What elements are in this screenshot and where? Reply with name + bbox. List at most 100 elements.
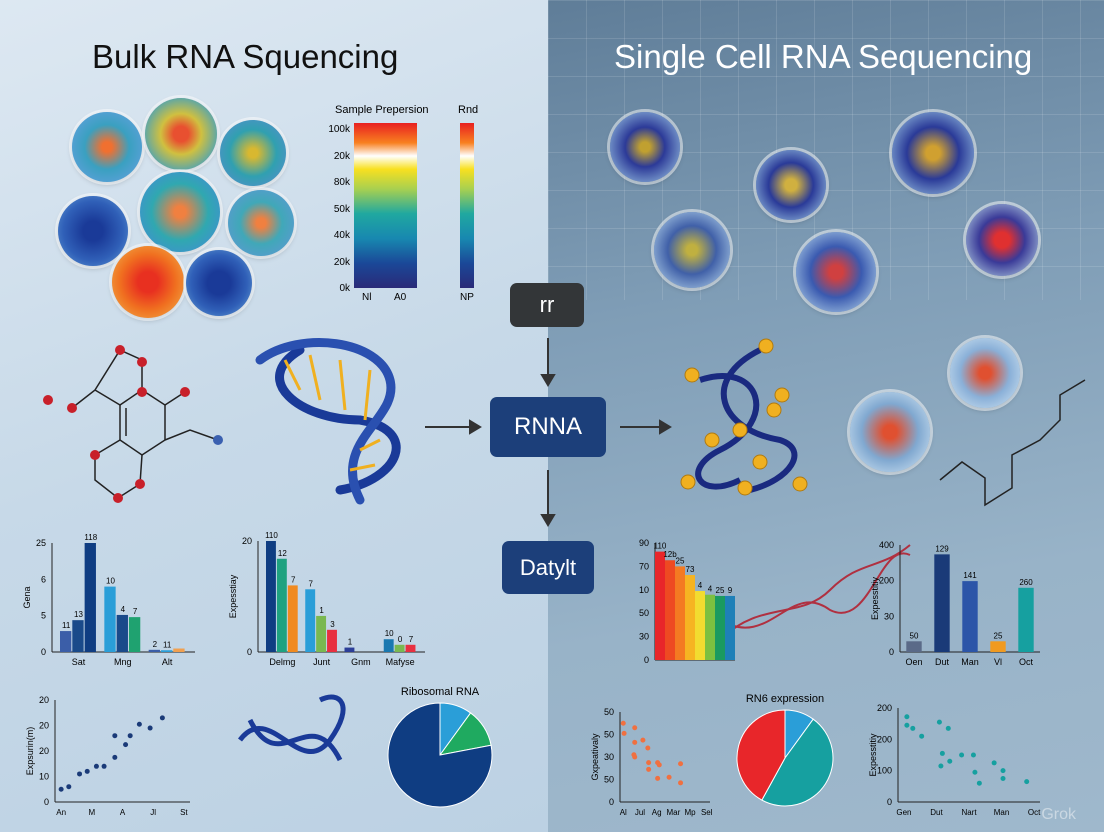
scatter-point (112, 754, 118, 760)
y-tick-label: 50 (604, 775, 614, 785)
y-tick-label: 20 (39, 721, 49, 731)
y-tick-label: 20 (242, 536, 252, 546)
single-cell (892, 112, 974, 194)
scatter-point (632, 754, 638, 760)
scatter-point (945, 725, 951, 731)
x-tick-label: Delmg (269, 657, 295, 667)
scatter-point (666, 774, 672, 780)
y-tick-label: 200 (877, 734, 892, 744)
bar (148, 649, 160, 652)
y-tick-label: 0 (247, 647, 252, 657)
x-tick-label: An (56, 808, 66, 817)
scatter-point (656, 762, 662, 768)
bar-value-label: 7 (133, 607, 138, 616)
single-cell (654, 212, 730, 288)
single-cell (796, 232, 876, 312)
bulk-cell (72, 112, 142, 182)
x-tick-label: Vl (994, 657, 1002, 667)
y-tick-label: 100 (877, 766, 892, 776)
x-tick-label: Junt (313, 657, 331, 667)
x-tick-label: Sat (72, 657, 86, 667)
bulk-cell (112, 246, 184, 318)
scatter-point (976, 780, 982, 786)
scatter-point (632, 725, 638, 731)
bulk-cell (140, 172, 220, 252)
heatmap-x-label: A0 (394, 292, 407, 303)
scatter-point (910, 725, 916, 731)
bar (715, 595, 725, 660)
bar (160, 650, 173, 652)
y-tick-label: 200 (877, 703, 892, 713)
x-tick-label: Oct (1019, 657, 1034, 667)
bar-value-label: 2 (153, 640, 158, 649)
bar (675, 566, 685, 660)
bar-value-label: 25 (676, 556, 685, 565)
red-dna-icon (719, 544, 911, 641)
bar-value-label: 7 (291, 575, 296, 584)
scatter-point (127, 733, 133, 739)
x-tick-label: Gnm (351, 657, 371, 667)
rr-box[interactable]: rr (510, 283, 584, 327)
bar-value-label: 11 (163, 640, 172, 649)
scatter-point (904, 714, 910, 720)
heatmap-tick: 100k (328, 124, 350, 135)
heatmap-tick: 0k (339, 283, 350, 294)
small-dna-icon (238, 694, 346, 762)
bar (84, 543, 96, 652)
x-tick-label: Nart (961, 808, 977, 817)
bar (962, 581, 978, 652)
scatter-point (136, 721, 142, 727)
bulk-cell (228, 190, 294, 256)
heatmap-tick: 20k (333, 150, 350, 162)
bar-value-label: 9 (728, 586, 733, 595)
bar-value-label: 12 (278, 549, 287, 558)
bar-value-label: 260 (1019, 578, 1033, 587)
pie-title: Ribosomal RNA (401, 686, 480, 698)
bar-value-label: 1 (348, 638, 353, 647)
bar (128, 617, 141, 652)
scatter-point (640, 737, 646, 743)
y-axis-label: Expesstitiy (868, 733, 878, 777)
bar-value-label: 0 (398, 635, 403, 644)
bar-value-label: 3 (330, 620, 335, 629)
scatter-point (947, 758, 953, 764)
x-tick-label: Jul (635, 808, 645, 817)
pie-slice (736, 709, 786, 801)
heatmap-bar (354, 123, 417, 288)
y-tick-label: 20 (39, 746, 49, 756)
bar (990, 641, 1006, 652)
heatmap-side-title: Rnd (458, 104, 479, 116)
bar (655, 551, 665, 660)
x-tick-label: Oct (1028, 808, 1041, 817)
bar (344, 647, 355, 652)
bar (173, 648, 185, 652)
heatmap-x-label: Nl (362, 292, 372, 303)
bar-value-label: 73 (686, 565, 695, 574)
scatter-point (970, 752, 976, 758)
y-tick-label: 400 (879, 540, 894, 550)
scatter-point (621, 730, 627, 736)
datylt-box[interactable]: Datylt (502, 541, 594, 594)
y-tick-label: 50 (604, 707, 614, 717)
bulk-cell (220, 120, 286, 186)
y-tick-label: 50 (639, 608, 649, 618)
bar-value-label: 129 (935, 544, 949, 553)
scatter-point (159, 715, 165, 721)
scatter-point (632, 739, 638, 745)
bar-value-label: 25 (994, 631, 1003, 640)
x-tick-label: Man (961, 657, 979, 667)
bar-value-label: 1 (319, 606, 324, 615)
rnna-box[interactable]: RNNA (490, 397, 606, 457)
scatter-point (991, 760, 997, 766)
bar (276, 558, 287, 652)
y-tick-label: 50 (604, 730, 614, 740)
single-cell (756, 150, 826, 220)
single-cell-dna-icon (695, 347, 798, 493)
bar-value-label: 12b (663, 550, 677, 559)
scatter-point (1024, 779, 1030, 785)
x-tick-label: Al (620, 808, 627, 817)
bar (934, 554, 950, 652)
heatmap-tick: 50k (333, 203, 350, 215)
